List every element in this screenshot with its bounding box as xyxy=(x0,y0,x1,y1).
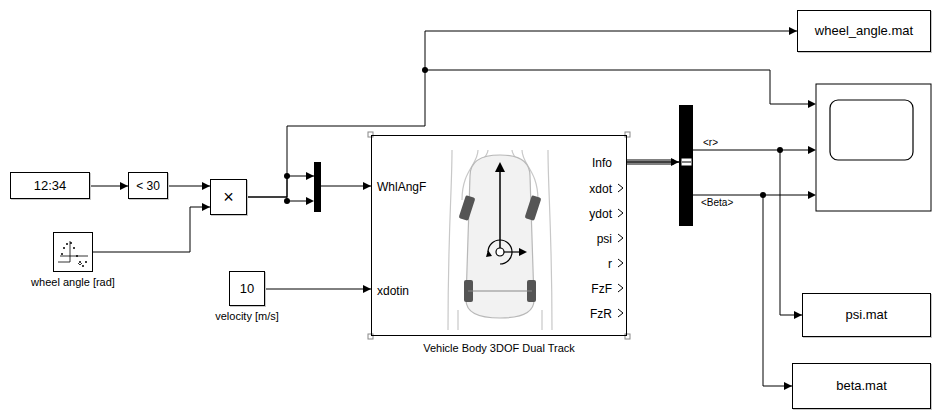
to-file-block: psi.mat xyxy=(802,293,931,337)
port-label: FzF xyxy=(591,281,612,297)
branch-dot xyxy=(284,173,290,179)
port-label: ydot xyxy=(589,206,612,222)
block-name: Vehicle Body 3DOF Dual Track xyxy=(423,340,575,356)
port-label: xdotin xyxy=(377,283,409,299)
branch-dot xyxy=(777,147,783,153)
block-text: < 30 xyxy=(136,178,160,194)
signal-builder-block: wheel angle [rad] xyxy=(53,232,93,272)
arrowhead xyxy=(808,146,816,154)
block-text: 12:34 xyxy=(34,178,67,194)
port-label: psi xyxy=(597,231,612,247)
constant-block: 10velocity [m/s] xyxy=(229,271,265,306)
signal-line xyxy=(265,289,371,290)
block-name: velocity [m/s] xyxy=(215,308,279,324)
port-label: xdot xyxy=(589,181,612,197)
mux-bar xyxy=(314,162,321,212)
port-label: Info xyxy=(592,155,612,171)
port-label: r xyxy=(608,256,612,272)
branch-dot xyxy=(422,67,428,73)
port-label: WhlAngF xyxy=(377,179,426,195)
signal-line xyxy=(627,150,802,315)
mux-input-wire xyxy=(287,197,309,201)
branch-dot xyxy=(760,192,766,198)
arrowhead xyxy=(671,158,679,166)
scope-input-wire xyxy=(763,195,810,196)
block-text: beta.mat xyxy=(836,378,887,394)
arrowhead xyxy=(306,172,314,180)
signal-builder-icon xyxy=(58,241,88,267)
product-block: × xyxy=(210,179,247,215)
branch-dot xyxy=(284,198,290,204)
scope-block xyxy=(816,84,931,211)
block-text: wheel_angle.mat xyxy=(815,23,913,39)
scope-input-wire xyxy=(780,150,810,151)
signal-line xyxy=(247,176,371,197)
block-text: 10 xyxy=(240,281,254,297)
scope-screen xyxy=(830,100,913,160)
compare-block: < 30 xyxy=(128,172,168,199)
vehicle-illustration xyxy=(368,132,630,339)
arrowhead xyxy=(306,197,314,205)
block-text: psi.mat xyxy=(846,307,888,323)
bus-selector-bar xyxy=(679,105,693,226)
signal-line xyxy=(90,186,128,187)
clock-block: 12:34 xyxy=(10,172,90,199)
signal-line xyxy=(93,207,210,252)
signal-label: <r> xyxy=(702,137,719,149)
scope-input-wire xyxy=(425,70,810,104)
arrowhead xyxy=(808,100,816,108)
bus-wire xyxy=(627,160,674,164)
signal-label: <Beta> xyxy=(700,197,734,209)
vehicle-body-block: WhlAngFxdotinInfoxdotydotpsirFzFFzRVehic… xyxy=(371,135,627,336)
to-file-block: beta.mat xyxy=(792,363,931,409)
block-text: × xyxy=(223,189,234,205)
bus-port-mark xyxy=(681,158,692,166)
block-name: wheel angle [rad] xyxy=(31,274,115,290)
signal-line xyxy=(627,162,792,386)
arrowhead xyxy=(808,191,816,199)
to-file-block: wheel_angle.mat xyxy=(797,10,931,52)
signal-line xyxy=(168,186,210,187)
bus-port-mark xyxy=(682,162,691,163)
port-label: FzR xyxy=(590,306,612,322)
